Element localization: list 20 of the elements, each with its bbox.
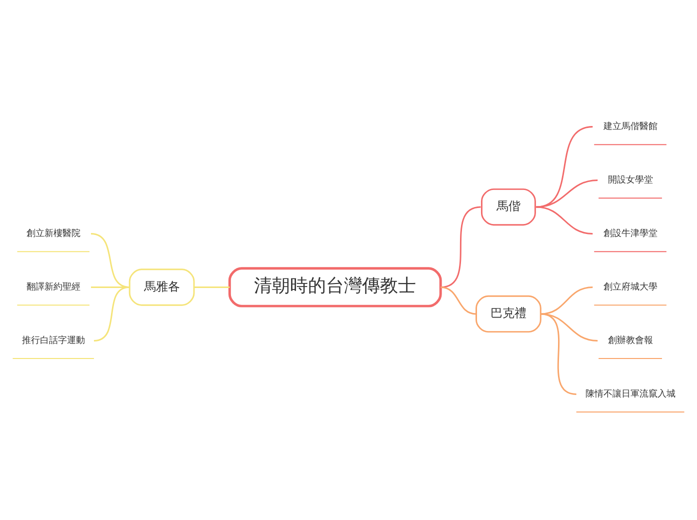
connector: [194, 286, 230, 288]
node-text: 創立府城大學: [603, 282, 658, 292]
node-box: 馬雅各: [128, 268, 195, 306]
node-text: 推行白話字運動: [22, 335, 85, 346]
node-text: 創設牛津學堂: [603, 228, 658, 238]
node-text: 創立新樓醫院: [26, 228, 80, 238]
node-text: 陳情不讓日軍流竄入城: [585, 388, 676, 399]
node-text: 創辦教會報: [608, 335, 653, 346]
connector: [440, 286, 476, 314]
connector: [536, 206, 593, 234]
node-box: 巴克禮: [476, 294, 542, 332]
node-text: 開設女學堂: [608, 174, 653, 185]
connector: [540, 286, 593, 314]
node-box: 馬偕: [480, 188, 536, 226]
connector: [540, 312, 576, 394]
node-box: 清朝時的台灣傳教士: [228, 266, 442, 307]
connector: [94, 286, 130, 341]
node-text: 翻譯新約聖經: [26, 282, 80, 292]
connector: [536, 179, 598, 208]
node-text: 建立馬偕醫館: [603, 121, 658, 132]
